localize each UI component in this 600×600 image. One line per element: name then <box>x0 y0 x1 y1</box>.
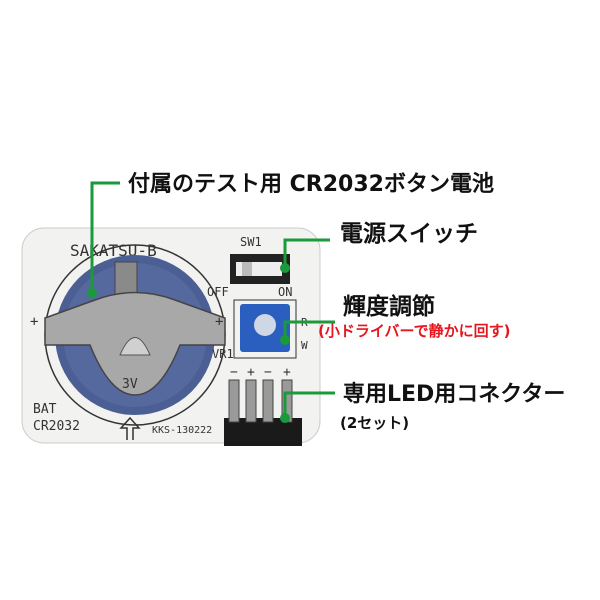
serial: KKS-130222 <box>152 425 212 436</box>
switch-off: OFF <box>207 285 229 299</box>
power-switch-callout: 電源スイッチ <box>340 221 478 247</box>
switch-on: ON <box>278 285 292 299</box>
brightness-note: (小ドライバーで静かに回す) <box>318 322 511 340</box>
plus-left: + <box>30 314 38 330</box>
arrow-up-icon <box>119 416 141 440</box>
led-connector[interactable] <box>224 418 302 446</box>
pot-w: W <box>301 339 308 352</box>
pin-1-label: − <box>230 365 238 380</box>
callout-lines <box>90 181 335 418</box>
pot-outline <box>233 299 297 359</box>
plus-right: + <box>215 314 223 330</box>
pin-3-label: − <box>264 365 272 380</box>
pot-screw <box>254 314 276 336</box>
clip-dimple <box>119 337 151 356</box>
connector-note: (2セット) <box>340 414 410 432</box>
pot-ref: VR1 <box>212 347 234 361</box>
switch-ref: SW1 <box>240 235 262 249</box>
pin-2-label: + <box>247 365 255 380</box>
bat-type: CR2032 <box>33 419 80 434</box>
connector-callout: 専用LED用コネクター <box>343 382 566 407</box>
bat-ref: BAT <box>33 402 57 417</box>
switch-knob <box>242 262 252 276</box>
callout-dots <box>87 263 290 423</box>
cell-voltage: 3V <box>122 377 138 392</box>
pin-4-label: + <box>283 365 291 380</box>
connector-pins <box>228 379 293 423</box>
brightness-callout: 輝度調節 <box>343 294 435 320</box>
battery-callout: 付属のテスト用 CR2032ボタン電池 <box>128 172 494 197</box>
